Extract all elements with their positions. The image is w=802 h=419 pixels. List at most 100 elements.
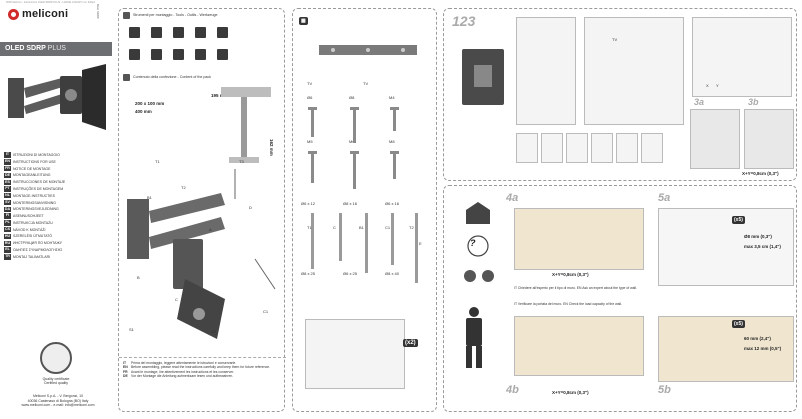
panel-tools-contents: Strumenti per montaggio - Tools - Outils… [118,8,286,412]
rail-bar-diagram [319,45,417,55]
language-name: NÁVOD K MONTÁŽI [13,227,46,232]
file-meta: 0000 Melconi - Instructions OLED SDRP PL… [6,1,95,4]
language-code: FI [4,213,11,219]
language-name: INSTRUCCIONES DE MONTAJE [13,180,66,185]
product-title: OLED SDRP [5,45,46,52]
language-code: DE [4,172,11,179]
footnote-4b-top: IT Verificare la portata del muro. EN Ch… [514,302,622,306]
product-suffix: PLUS [47,45,66,52]
company-address: Meliconi S.p.A. - V. Bergonzi, 10 40036 … [8,394,108,408]
language-name: INSTRUÇÕES DE MONTAGEM [13,187,64,191]
drill-label-depth: max 3,5 cm (1,4") [744,244,781,249]
x-label: X [706,83,709,88]
long-rods-diagram [311,213,418,283]
measure-4b: X+Y=0,8cm (0,3") [552,390,589,395]
step-4a-diagram [514,208,644,270]
hammer-icon [151,49,162,60]
model-code: Mod. SDRP [96,4,100,19]
step-1-detail [516,17,576,125]
language-name: SZERELÉSI ÚTMUTATÓ [13,234,53,239]
rod-label-t2: T2 [409,225,414,230]
screwdriver-icon [195,27,206,38]
brand-name: meliconi [22,8,69,20]
size-label-2: Ø8 [349,95,355,100]
panel-step-1-3: 123 TV 3a 3b X+Y=0,8cm (0,3") X Y [443,8,797,181]
step-4b-label: 4b [506,384,519,396]
panel1-divider [119,357,286,358]
size-label-5: M6 [349,139,355,144]
tv-label: TV [612,37,618,42]
drill-label-length: 60 mm (2,4") [744,336,771,341]
step-3b-label: 3b [748,97,759,107]
rod-label-c: C [333,225,336,230]
arm-top-view-diagram [221,87,271,163]
address-line-2: 40036 Castenaso di Bologna (BO) Italy [27,398,89,403]
wrench-icon [217,27,228,38]
part-label-t2: T2 [181,185,186,190]
language-name: MONTERINGSVEJLEDNING [13,207,59,212]
tool-header-icon [123,11,130,19]
part-label-a: A [209,227,212,232]
step-5b-label: 5b [658,384,671,396]
panel-wall-mounting: 4a 4b 5a 5b ? X+Y=0,8cm (0,3") IT Chiede… [443,185,797,412]
step-4a-label: 4a [506,192,519,204]
address-line-1: Meliconi S.p.A. - V. Bergonzi, 10 [32,394,84,398]
language-code: PT [4,186,11,192]
hex-key-icon [129,49,140,60]
part-label-t1: T1 [155,159,160,164]
language-code: EN [4,159,11,165]
language-code: TR [4,254,11,260]
part-label-c: C [175,297,178,302]
language-name: ASENNUSOHJEET [13,214,44,219]
size-label-3: M4 [389,95,395,100]
measure-height: 195 mm [211,93,228,98]
tape-measure-icon [173,49,184,60]
level-icon [151,27,162,38]
rod-label-e: E [419,241,422,246]
language-name: NOTICE DE MONTAGE [13,166,51,171]
measure-width: 400 mm [135,109,152,114]
step-3a-detail [690,109,740,169]
drill-label-diameter: Ø8 mm (0,3") [744,234,772,239]
pencil-icon [173,27,184,38]
socket-icon [195,49,206,60]
wall-question-mark: ? [470,238,476,248]
address-line-3: www.meliconi.com - e-mail: info@meliconi… [21,403,95,408]
size-label-1: Ø6 [307,95,313,100]
drill-icon [129,27,140,38]
bolt-label-6: Ø8 x 40 [385,271,400,276]
bolt-label-1: Ø6 x 12 [301,201,316,206]
language-code: CS [4,226,11,233]
label-tv-2: TV [363,81,369,86]
size-label-6: M8 [389,139,395,144]
measure-depth: 162 mm [269,139,274,156]
bolt-label-3: Ø6 x 16 [385,201,400,206]
drill-bit-icon [217,49,228,60]
language-name: INSTRUKCJA MONTAŻU [13,220,53,225]
certification-label: Quality certificate Certified quality [42,377,70,385]
bracket-on-tv-diagram [462,49,504,105]
footnote-4a: IT Chiedere all'esperto per il tipo di m… [514,286,637,290]
language-name: ISTRUZIONI DI MONTAGGIO [13,153,60,158]
step-5b-diagram [658,316,794,382]
measure-3b: X+Y=0,8cm (0,3") [742,171,779,176]
language-code: HU [4,233,11,240]
step-4b-diagram [514,316,644,376]
